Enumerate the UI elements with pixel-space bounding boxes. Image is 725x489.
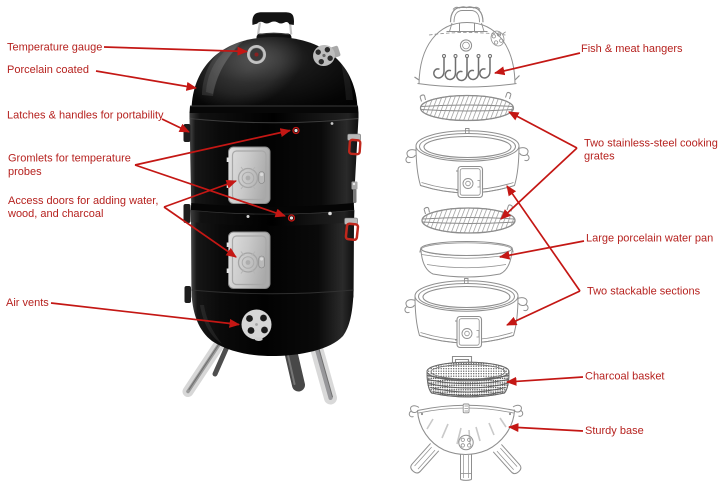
svg-text:Sturdy base: Sturdy base <box>585 425 644 437</box>
svg-text:Two stainless-steel cooking: Two stainless-steel cooking <box>584 138 718 150</box>
svg-text:Gromlets for temperature: Gromlets for temperature <box>8 153 131 165</box>
svg-text:Latches & handles for portabil: Latches & handles for portability <box>7 110 164 122</box>
svg-text:Access doors for adding water,: Access doors for adding water, <box>8 195 158 207</box>
svg-text:Two stackable sections: Two stackable sections <box>587 286 701 298</box>
svg-text:Large porcelain water pan: Large porcelain water pan <box>586 232 713 244</box>
svg-text:Fish & meat hangers: Fish & meat hangers <box>581 43 683 55</box>
svg-text:Air vents: Air vents <box>6 297 49 309</box>
svg-text:wood, and charcoal: wood, and charcoal <box>7 208 103 220</box>
svg-text:Charcoal basket: Charcoal basket <box>585 370 665 382</box>
svg-text:probes: probes <box>8 166 42 178</box>
svg-text:Porcelain coated: Porcelain coated <box>7 64 89 76</box>
svg-text:grates: grates <box>584 151 615 163</box>
svg-text:Temperature gauge: Temperature gauge <box>7 42 102 54</box>
